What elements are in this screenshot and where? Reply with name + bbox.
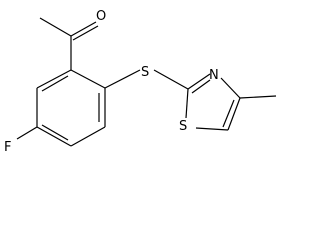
atom-sulfur-thioether: S [141,65,149,80]
bond-ring-fluorine [16,126,38,140]
thiazole-bond-c4-c5 [227,97,241,131]
bond-sulfur-thiazole [153,69,189,90]
thiazole-double-c4-c5 [222,99,235,128]
bond-ring-sulfur [104,69,141,89]
ring-bond-4 [36,126,72,147]
thiazole-double-c2-n3 [191,79,211,94]
bond-thiazole-methyl [239,95,277,99]
thiazole-bond-c2-n3 [187,73,211,90]
structure-drawing: O F S N S [4,9,277,155]
atom-fluorine: F [4,140,11,155]
atom-oxygen: O [96,9,106,24]
atom-nitrogen: N [209,68,219,83]
ring-double-bond-3 [41,75,69,92]
molecule-svg: O F S N S [4,9,277,155]
bond-carbonyl-oxygen-1 [70,21,97,37]
atom-sulfur-thiazole: S [179,119,187,134]
bond-carbonyl-oxygen-2 [72,25,99,41]
thiazole-bond-s1-c2 [185,88,189,119]
ring-bond-3 [70,126,106,147]
thiazole-bond-c5-s1 [195,127,229,131]
thiazole-bond-n3-c4 [220,77,241,99]
ring-bond-1 [70,69,106,89]
bond-methyl-carbonyl [39,17,72,37]
ring-bond-6 [36,69,72,89]
ring-double-bond-2 [41,124,69,141]
